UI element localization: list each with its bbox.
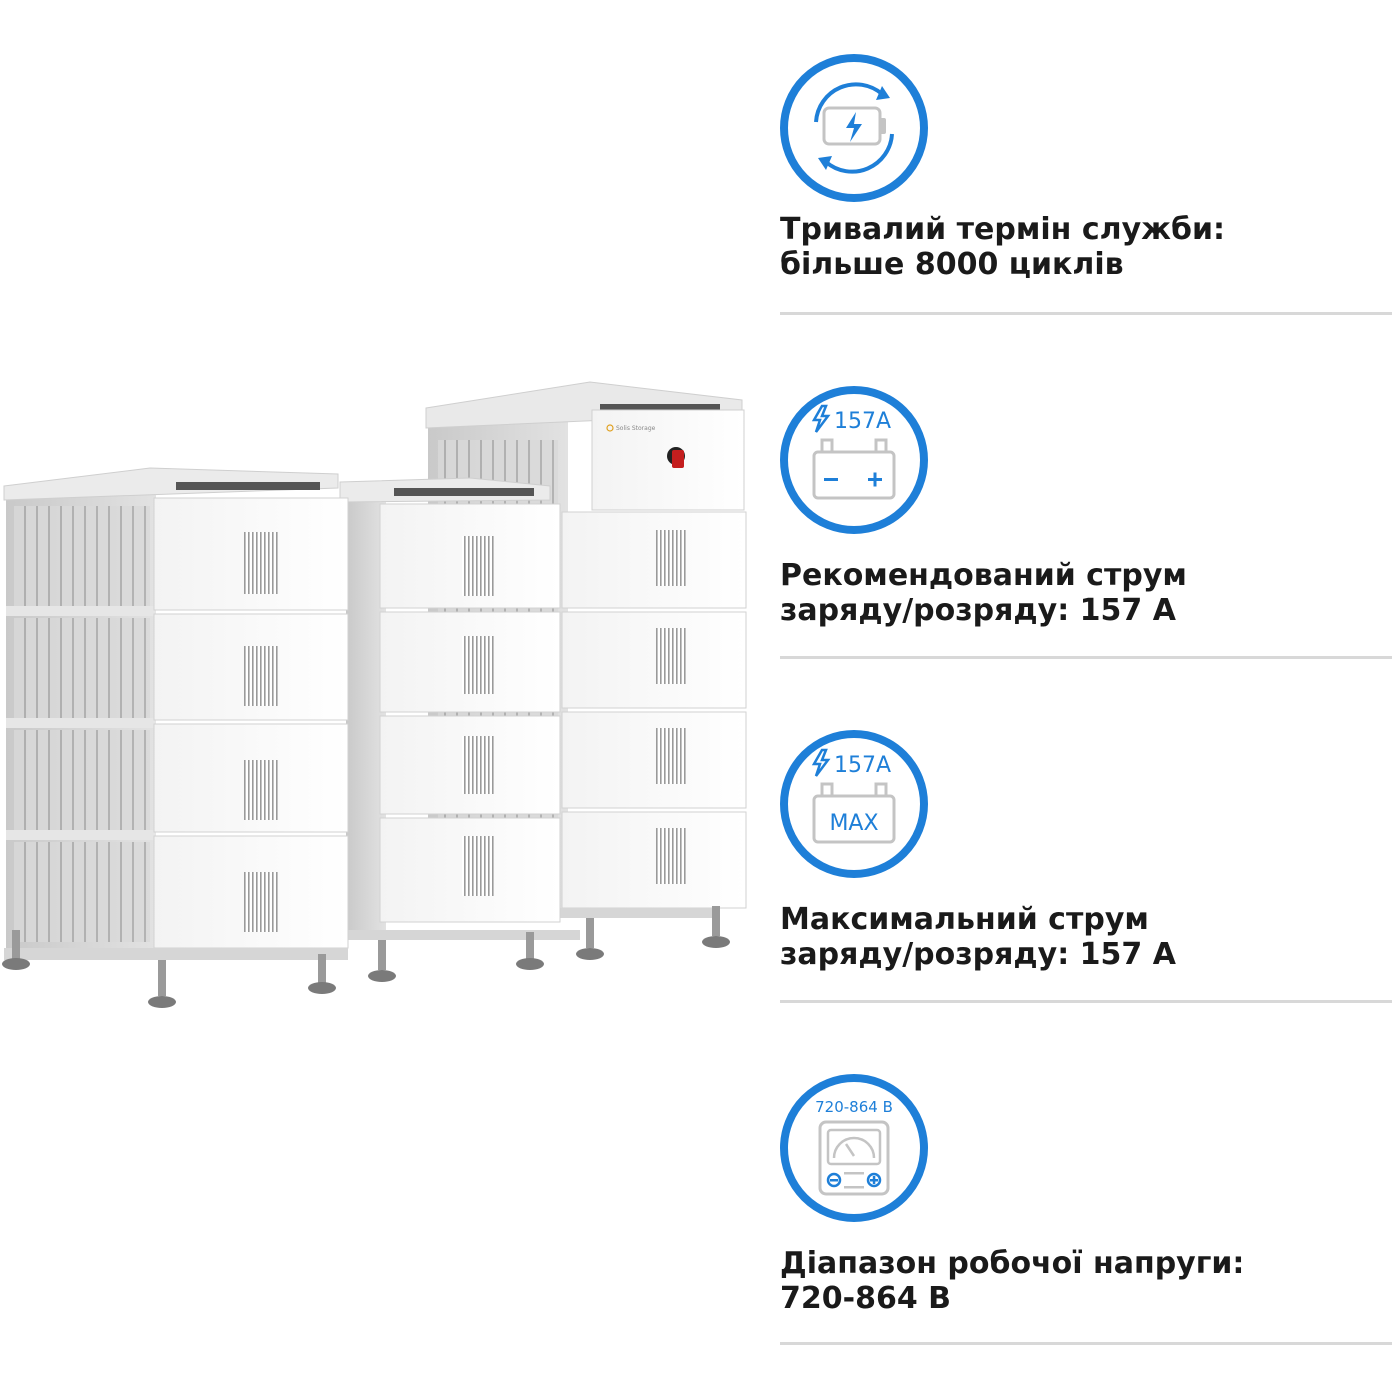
feature-lifespan-line2: більше 8000 циклів	[780, 247, 1124, 282]
divider	[780, 1000, 1392, 1003]
product-image-battery-stack: Solis Storage	[0, 370, 760, 1030]
badge-text: 720-864 B	[815, 1098, 893, 1116]
battery-max-icon: 157A MAX	[780, 730, 928, 878]
voltmeter-icon: 720-864 B	[780, 1074, 928, 1222]
battery-current-icon: 157A	[780, 386, 928, 534]
divider	[780, 312, 1392, 315]
badge-text: 157A	[834, 409, 891, 434]
feature-max-current-line2: заряду/розряду: 157 A	[780, 937, 1176, 972]
battery-tower-left	[2, 467, 349, 1008]
badge-text: 157A	[834, 753, 891, 778]
divider	[780, 656, 1392, 659]
brand-label: Solis Storage	[616, 425, 656, 432]
feature-voltage-range-line1: Діапазон робочої напруги:	[780, 1246, 1245, 1281]
feature-voltage-range-line2: 720-864 B	[780, 1281, 952, 1316]
feature-lifespan-line1: Тривалий термін служби:	[780, 212, 1225, 247]
max-label: MAX	[829, 811, 878, 836]
features-list: Тривалий термін служби: більше 8000 цикл…	[778, 0, 1398, 1400]
feature-max-current-line1: Максимальний струм	[780, 902, 1149, 937]
divider	[780, 1342, 1392, 1345]
battery-cycle-icon	[780, 54, 928, 202]
feature-recommended-current-line1: Рекомендований струм	[780, 558, 1187, 593]
feature-recommended-current-line2: заряду/розряду: 157 A	[780, 593, 1176, 628]
battery-tower-middle	[339, 477, 580, 982]
